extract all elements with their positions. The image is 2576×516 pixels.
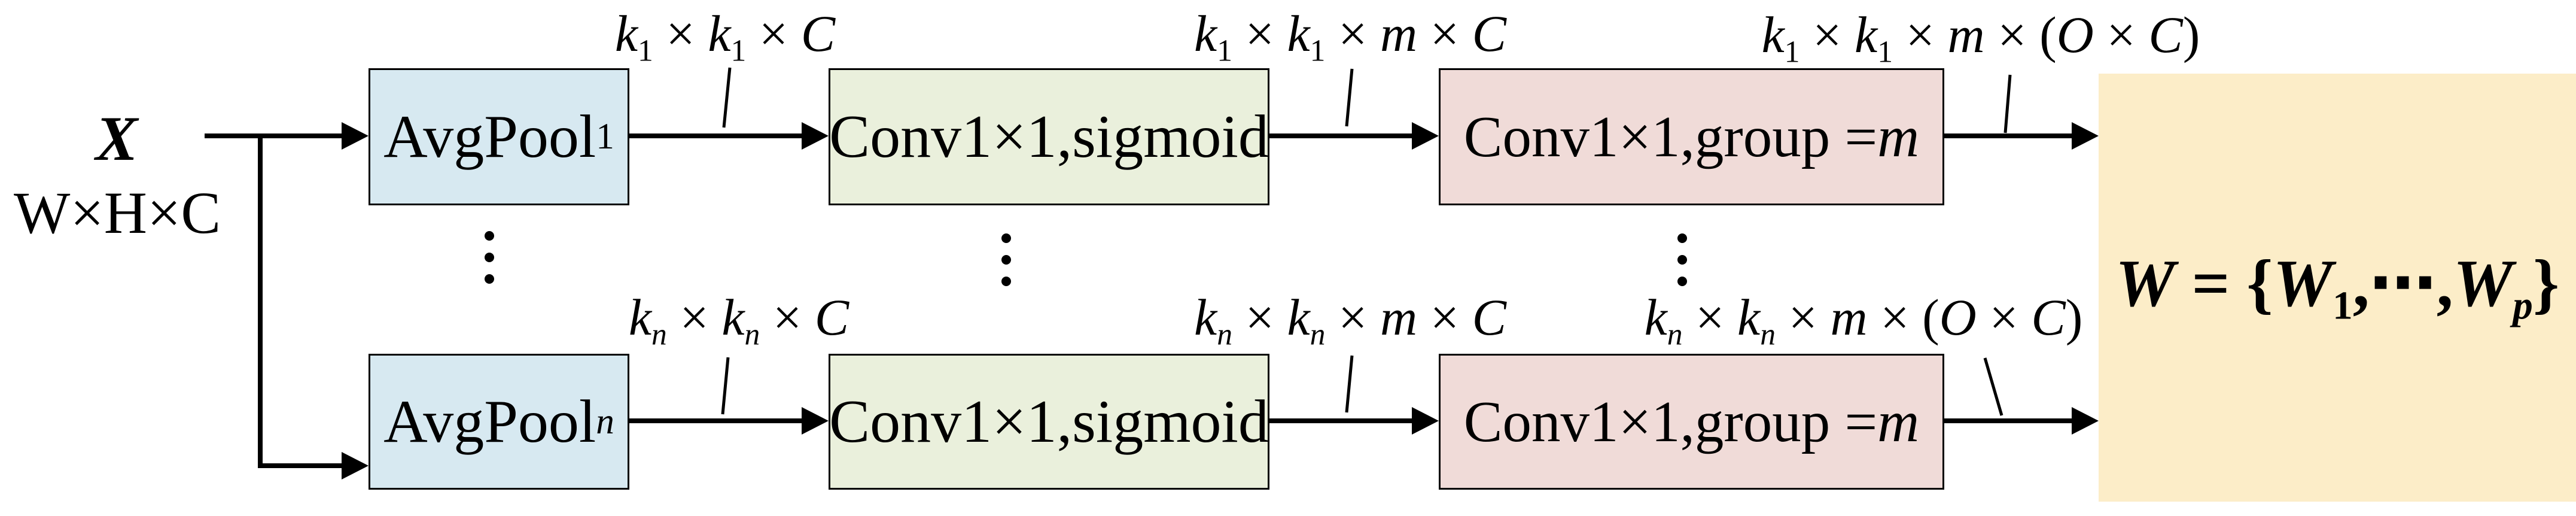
conv1x1-group-top-box: Conv1×1,group = m [1439, 68, 1944, 205]
arrowhead-convsign [802, 407, 829, 435]
wire-label-top-k1k1mC: k1 × k1 × m × C [1194, 4, 1506, 68]
conv1x1-sigmoid-top-box: Conv1×1,sigmoid [829, 68, 1269, 205]
input-tensor-symbol: X [95, 104, 138, 174]
wire-label-bottom-knknmOC: kn × kn × m × (O × C) [1644, 288, 2083, 352]
wire-label-top-k1k1C: k1 × k1 × C [614, 4, 836, 68]
wire-label-bottom-knknC: kn × kn × C [628, 288, 849, 352]
vertical-ellipsis-icon [485, 231, 494, 284]
arrowhead-convgrpn [1412, 407, 1439, 435]
output-weights-box: W = {W1,⋯,Wp} [2099, 74, 2576, 502]
wire-tick-bottom-2 [1345, 355, 1354, 413]
wire-tick-top-2 [1345, 68, 1354, 127]
vertical-ellipsis-icon [1001, 233, 1011, 286]
arrowhead-output-bottom [2072, 407, 2099, 435]
conv1x1-group-bottom-box: Conv1×1,group = m [1439, 354, 1944, 490]
wire-tick-bottom-3 [1983, 357, 2003, 416]
wire-tick-top-3 [2003, 74, 2012, 133]
vertical-ellipsis-icon [1677, 233, 1687, 286]
arrowhead-convsig1 [802, 122, 829, 150]
conv1x1-sigmoid-bottom-box: Conv1×1,sigmoid [829, 354, 1269, 490]
arrowhead-convgrp1 [1412, 122, 1439, 150]
output-weights-formula: W = {W1,⋯,Wp} [2115, 244, 2560, 328]
wire-tick-top-1 [722, 67, 732, 128]
wire-branch-to-avgpooln [258, 136, 345, 468]
wire-tick-bottom-1 [721, 357, 730, 415]
wire-label-bottom-knknmC: kn × kn × m × C [1194, 288, 1506, 352]
arrowhead-avgpool1 [342, 122, 369, 150]
input-tensor-dimensions: W×H×C [13, 180, 221, 246]
wire-label-top-k1k1mOC: k1 × k1 × m × (O × C) [1761, 5, 2200, 69]
arrowhead-avgpooln [342, 452, 369, 479]
arrowhead-output-top [2072, 122, 2099, 150]
